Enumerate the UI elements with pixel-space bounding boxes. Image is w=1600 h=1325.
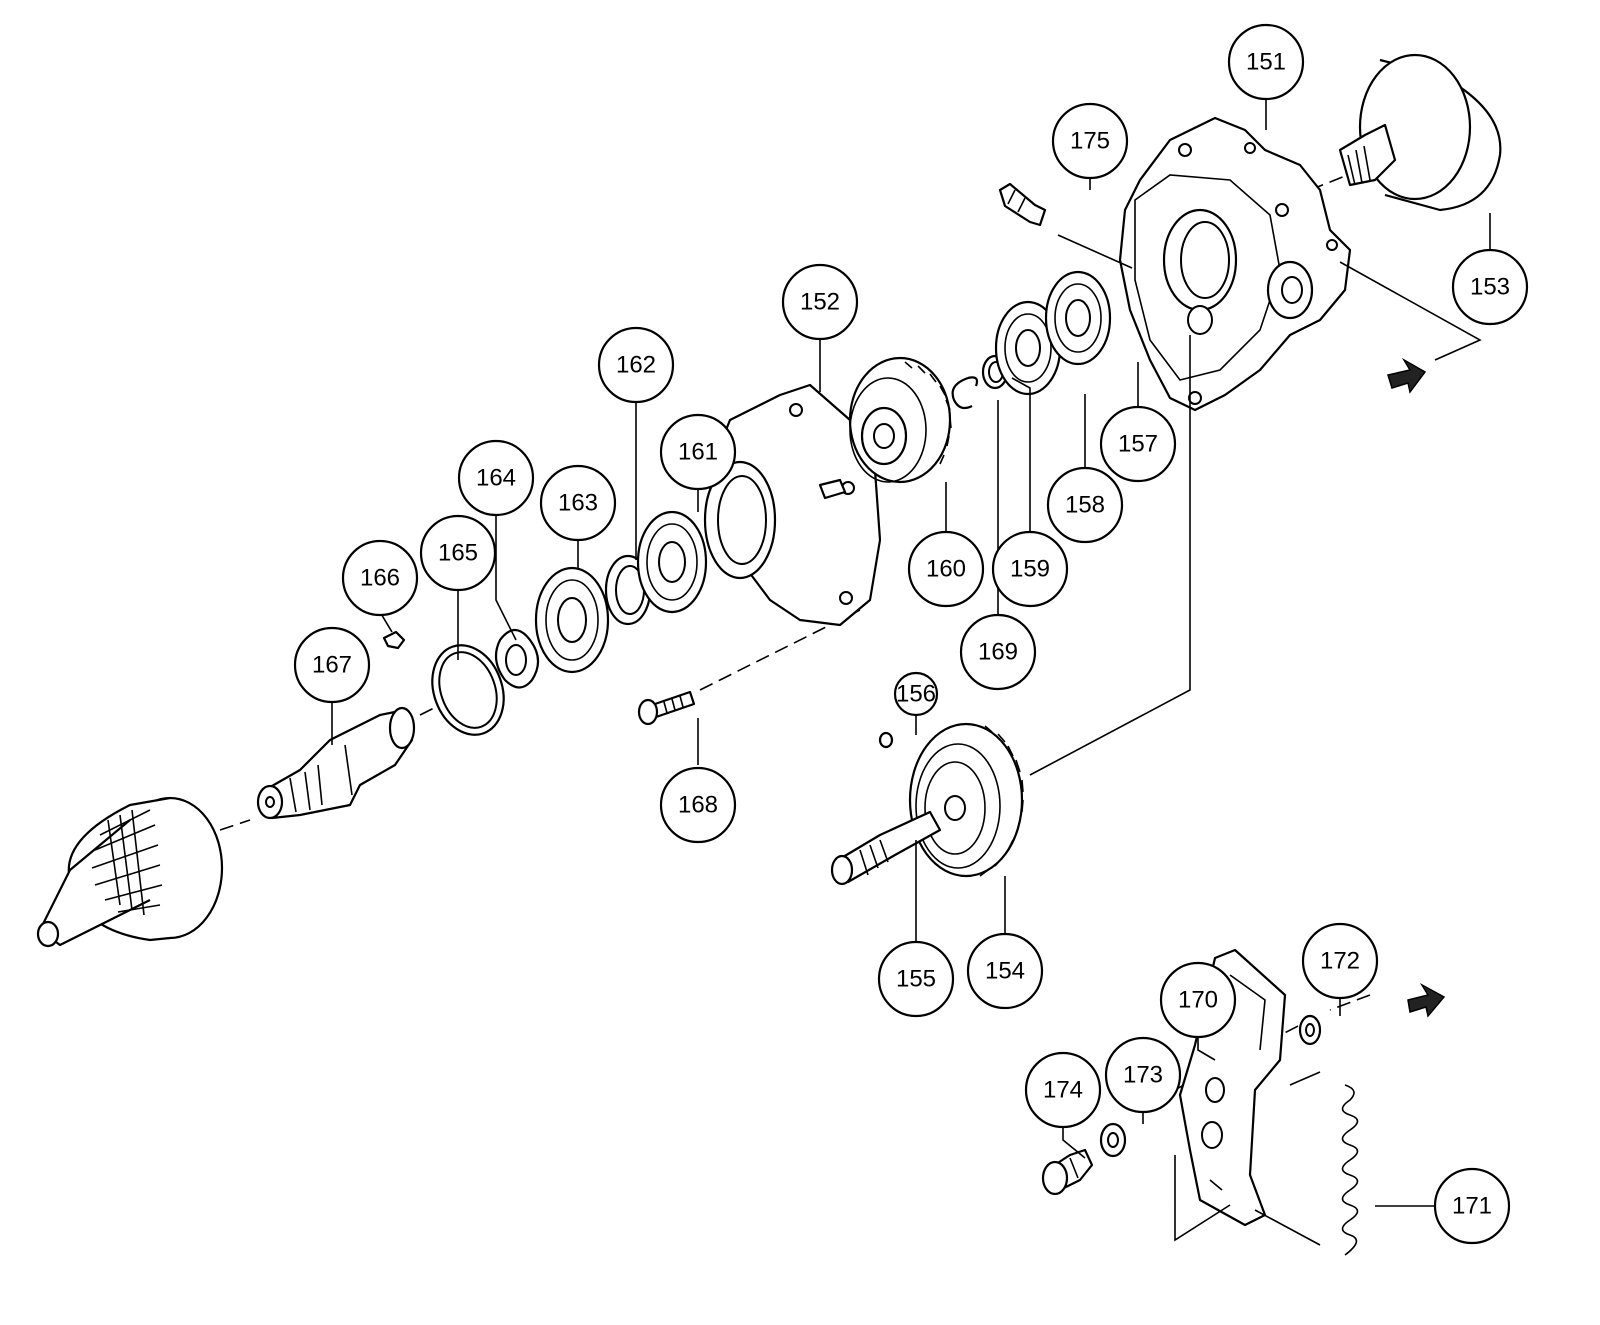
callout-163: 163 (539, 464, 617, 542)
callout-label: 156 (896, 681, 936, 708)
callout-158: 158 (1046, 466, 1124, 544)
direction-arrow-icon (1387, 357, 1427, 394)
callout-157: 157 (1099, 405, 1177, 483)
callout-label: 174 (1043, 1077, 1083, 1104)
part-161-bearing (636, 510, 708, 614)
part-151-gear-housing (1118, 116, 1352, 412)
callout-170: 170 (1159, 961, 1237, 1039)
part-155-pinion-shaft (830, 810, 942, 886)
part-164-wave-washer (494, 628, 540, 689)
part-168-screw (637, 690, 696, 726)
callout-162: 162 (597, 326, 675, 404)
part-158-bearing (994, 300, 1062, 396)
callout-155: 155 (877, 940, 955, 1018)
callout-label: 173 (1123, 1062, 1163, 1089)
callout-label: 168 (678, 792, 718, 819)
callout-label: 153 (1470, 274, 1510, 301)
callout-label: 151 (1246, 49, 1286, 76)
callout-label: 169 (978, 639, 1018, 666)
callout-153: 153 (1451, 248, 1529, 326)
callout-174: 174 (1024, 1051, 1102, 1129)
drill-chuck (36, 796, 224, 948)
callout-156: 156 (893, 671, 939, 717)
callout-159: 159 (991, 530, 1069, 608)
part-152-gear-cover (703, 383, 882, 627)
part-169-circlip (951, 376, 979, 410)
callout-label: 167 (312, 652, 352, 679)
callout-172: 172 (1301, 922, 1379, 1000)
callout-label: 155 (896, 966, 936, 993)
callout-165: 165 (419, 514, 497, 592)
part-174-bolt (1041, 1148, 1094, 1196)
callout-169: 169 (959, 613, 1037, 691)
callout-label: 159 (1010, 556, 1050, 583)
callout-label: 154 (985, 958, 1025, 985)
assembly-lines (1029, 234, 1482, 1246)
callout-173: 173 (1104, 1036, 1182, 1114)
callout-label: 163 (558, 490, 598, 517)
direction-arrow-icon (1407, 983, 1446, 1018)
callout-152: 152 (781, 263, 859, 341)
callout-175: 175 (1051, 102, 1129, 180)
callout-171: 171 (1433, 1167, 1511, 1245)
callout-168: 168 (659, 766, 737, 844)
part-160-gear (848, 356, 952, 484)
part-157-bearing (1044, 270, 1112, 366)
part-167-spindle (256, 706, 416, 820)
callout-label: 166 (360, 565, 400, 592)
part-166-key (382, 630, 406, 650)
part-154-gear (908, 722, 1024, 878)
callout-164: 164 (457, 439, 535, 517)
callout-167: 167 (293, 626, 371, 704)
part-171-spring (1341, 1084, 1359, 1256)
callout-label: 165 (438, 540, 478, 567)
callout-label: 170 (1178, 987, 1218, 1014)
callout-151: 151 (1227, 23, 1305, 101)
callout-label: 164 (476, 465, 516, 492)
callout-166: 166 (341, 539, 419, 617)
part-172-washer (1298, 1014, 1322, 1046)
callout-label: 175 (1070, 128, 1110, 155)
callout-154: 154 (966, 932, 1044, 1010)
callout-label: 161 (678, 439, 718, 466)
part-153-clutch-drum (1338, 53, 1502, 212)
part-165-snap-ring (431, 644, 505, 736)
part-162-ring (604, 554, 652, 626)
callout-label: 160 (926, 556, 966, 583)
callout-160: 160 (907, 530, 985, 608)
part-175-grease-fitting (998, 182, 1047, 227)
callout-label: 172 (1320, 948, 1360, 975)
callout-label: 158 (1065, 492, 1105, 519)
part-156-pin (878, 731, 894, 749)
callout-label: 162 (616, 352, 656, 379)
part-173-washer (1099, 1122, 1127, 1158)
callout-label: 157 (1118, 431, 1158, 458)
part-163-bearing (534, 566, 610, 674)
callout-label: 171 (1452, 1193, 1492, 1220)
callout-161: 161 (659, 413, 737, 491)
callout-label: 152 (800, 289, 840, 316)
